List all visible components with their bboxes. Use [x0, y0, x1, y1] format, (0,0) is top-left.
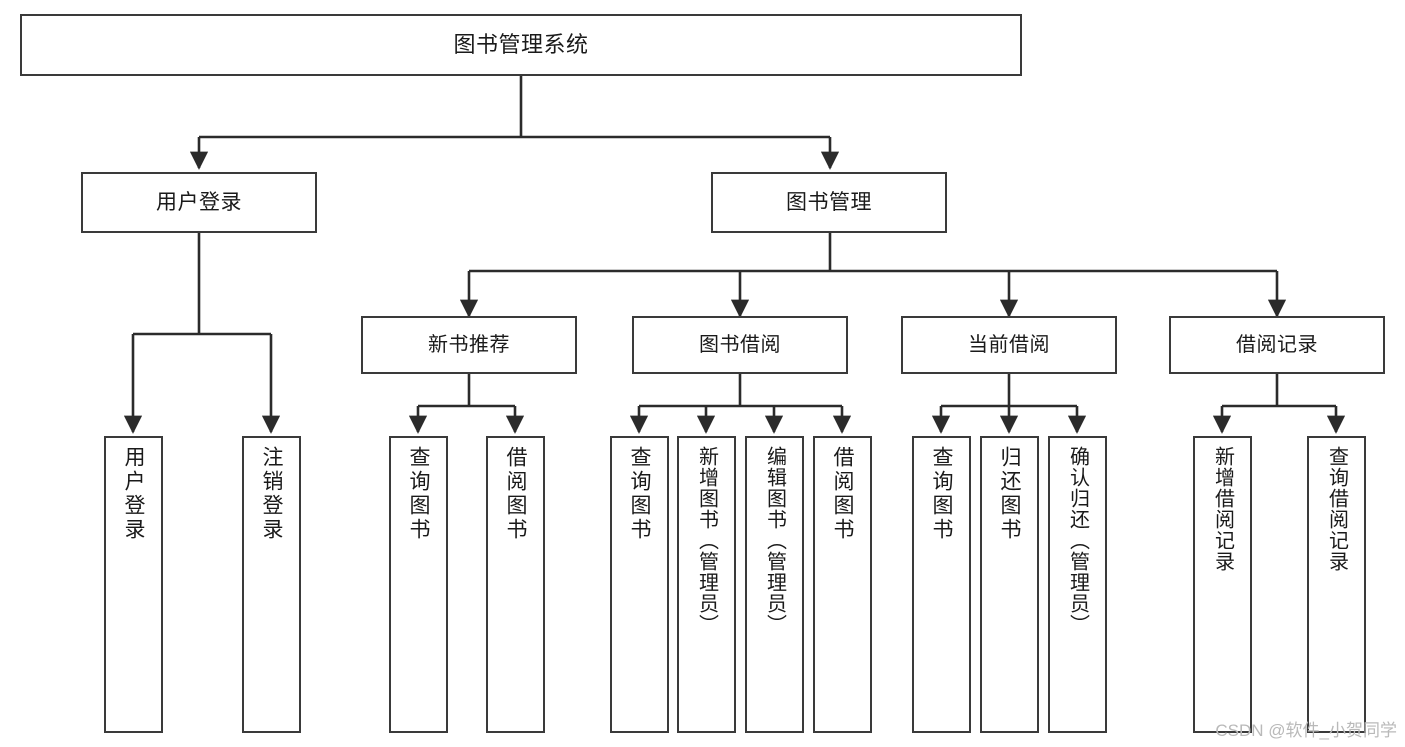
node-leaf-edit-book[interactable]: 编辑图书（管理员） — [745, 436, 804, 733]
node-leaf-user-logout-label: 注销登录 — [260, 446, 283, 542]
node-leaf-query-book-1[interactable]: 查询图书 — [389, 436, 448, 733]
node-user-login[interactable]: 用户登录 — [81, 172, 317, 233]
node-leaf-add-record[interactable]: 新增借阅记录 — [1193, 436, 1252, 733]
node-leaf-query-record[interactable]: 查询借阅记录 — [1307, 436, 1366, 733]
node-leaf-query-book-3-label: 查询图书 — [930, 446, 953, 542]
node-leaf-edit-book-label: 编辑图书（管理员） — [763, 446, 786, 635]
node-book-manage-label: 图书管理 — [786, 190, 872, 214]
node-leaf-borrow-book-1[interactable]: 借阅图书 — [486, 436, 545, 733]
node-leaf-return-book-label: 归还图书 — [998, 446, 1021, 542]
node-leaf-borrow-book-1-label: 借阅图书 — [504, 446, 527, 542]
node-leaf-user-login[interactable]: 用户登录 — [104, 436, 163, 733]
node-leaf-confirm-return-label: 确认归还（管理员） — [1066, 446, 1089, 635]
node-leaf-add-book[interactable]: 新增图书（管理员） — [677, 436, 736, 733]
node-new-book-recommend[interactable]: 新书推荐 — [361, 316, 577, 374]
node-leaf-query-book-1-label: 查询图书 — [407, 446, 430, 542]
node-leaf-user-logout[interactable]: 注销登录 — [242, 436, 301, 733]
watermark-text: CSDN @软件_小贺同学 — [1215, 721, 1397, 740]
node-borrow-record[interactable]: 借阅记录 — [1169, 316, 1385, 374]
node-user-login-label: 用户登录 — [156, 190, 242, 214]
node-current-borrow[interactable]: 当前借阅 — [901, 316, 1117, 374]
node-leaf-add-record-label: 新增借阅记录 — [1211, 446, 1234, 572]
node-book-borrow-label: 图书借阅 — [699, 333, 781, 356]
node-leaf-borrow-book-2[interactable]: 借阅图书 — [813, 436, 872, 733]
node-leaf-confirm-return[interactable]: 确认归还（管理员） — [1048, 436, 1107, 733]
node-leaf-add-book-label: 新增图书（管理员） — [695, 446, 718, 635]
node-current-borrow-label: 当前借阅 — [968, 333, 1050, 356]
node-leaf-return-book[interactable]: 归还图书 — [980, 436, 1039, 733]
node-leaf-user-login-label: 用户登录 — [122, 446, 145, 542]
node-book-borrow[interactable]: 图书借阅 — [632, 316, 848, 374]
node-leaf-query-book-2[interactable]: 查询图书 — [610, 436, 669, 733]
node-leaf-query-record-label: 查询借阅记录 — [1325, 446, 1348, 572]
node-new-book-recommend-label: 新书推荐 — [428, 333, 510, 356]
node-leaf-query-book-2-label: 查询图书 — [628, 446, 651, 542]
node-leaf-borrow-book-2-label: 借阅图书 — [831, 446, 854, 542]
node-leaf-query-book-3[interactable]: 查询图书 — [912, 436, 971, 733]
node-book-manage[interactable]: 图书管理 — [711, 172, 947, 233]
node-borrow-record-label: 借阅记录 — [1236, 333, 1318, 356]
node-root[interactable]: 图书管理系统 — [20, 14, 1022, 76]
node-root-label: 图书管理系统 — [453, 31, 589, 57]
